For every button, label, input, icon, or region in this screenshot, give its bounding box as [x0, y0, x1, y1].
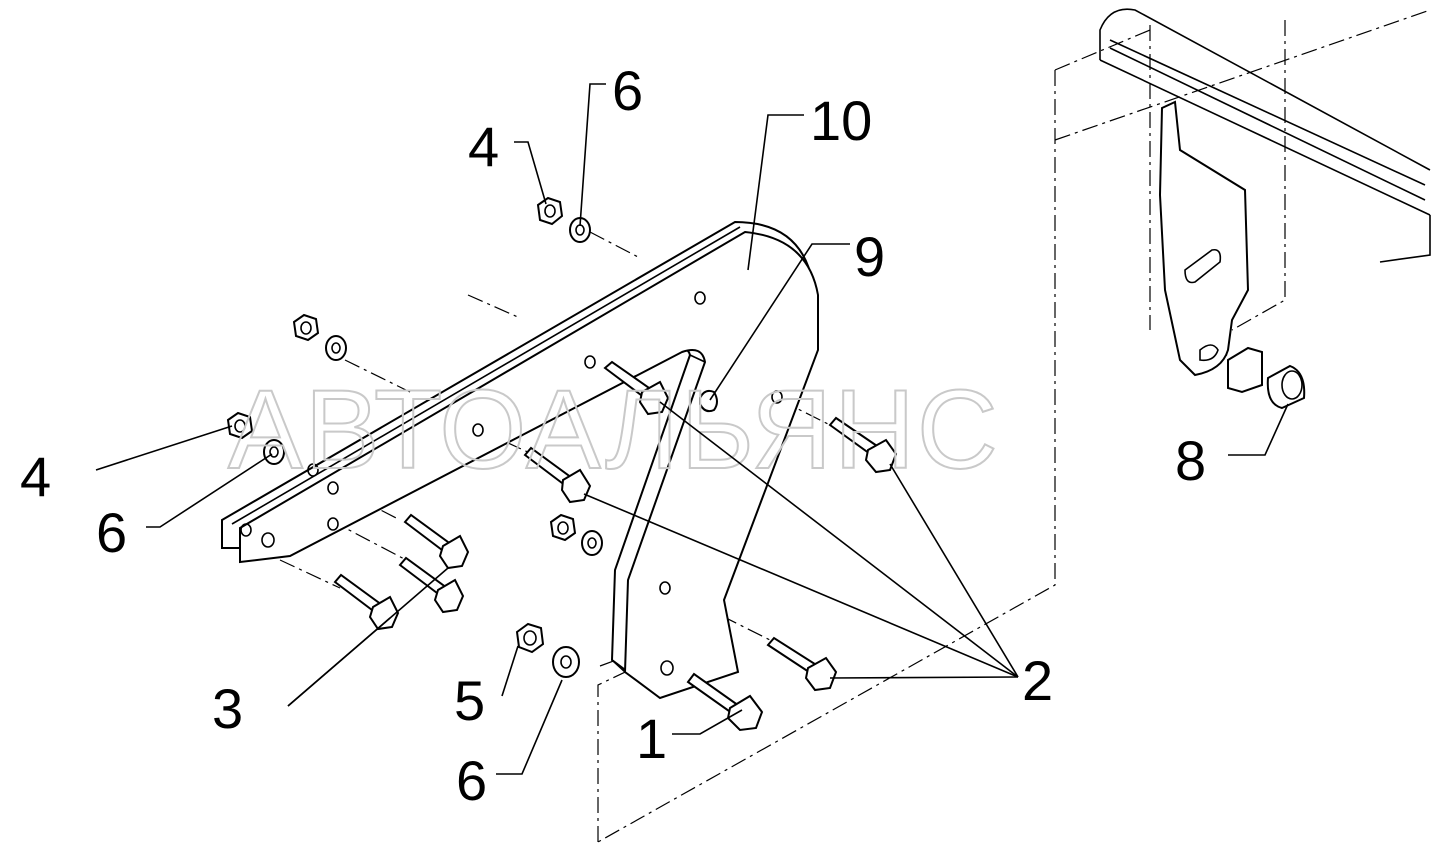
watermark-text: АВТОАЛЬЯНС — [228, 367, 1000, 492]
callout-6-bottom: 6 — [456, 749, 487, 812]
callout-4-top: 4 — [468, 115, 499, 178]
callout-9: 9 — [854, 225, 885, 288]
callout-1: 1 — [636, 707, 667, 770]
bolts — [333, 360, 898, 732]
mounting-bracket — [1158, 100, 1250, 377]
callout-8: 8 — [1175, 429, 1206, 492]
callout-2: 2 — [1022, 649, 1053, 712]
callouts: 4 6 10 9 4 6 8 2 3 5 6 1 — [20, 59, 1206, 812]
callout-6-left: 6 — [96, 501, 127, 564]
bushing-8 — [1227, 346, 1306, 410]
callout-5: 5 — [454, 669, 485, 732]
callout-3: 3 — [212, 677, 243, 740]
main-bracket-10 — [221, 220, 819, 700]
callout-4-left: 4 — [20, 445, 51, 508]
callout-10: 10 — [810, 89, 872, 152]
frame-rail — [1099, 8, 1431, 263]
callout-6-top: 6 — [612, 59, 643, 122]
leader-lines — [95, 83, 1289, 775]
nuts-and-washers — [226, 196, 603, 678]
